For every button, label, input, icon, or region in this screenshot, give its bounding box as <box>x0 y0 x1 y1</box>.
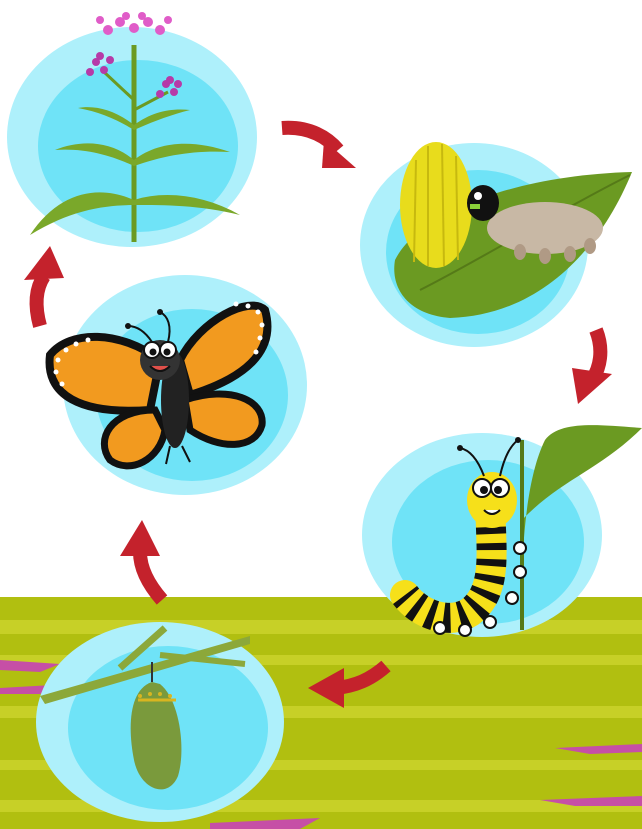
arrow-milkweed-to-egg <box>282 128 356 168</box>
milkweed-stage <box>7 12 257 247</box>
egg-stage <box>360 142 632 347</box>
arrow-egg-to-caterpillar <box>572 330 612 404</box>
butterfly-stage <box>50 275 307 495</box>
chrysalis-stage <box>36 622 284 822</box>
arrow-butterfly-to-milkweed <box>24 246 64 326</box>
arrow-chrysalis-to-butterfly <box>120 520 162 600</box>
